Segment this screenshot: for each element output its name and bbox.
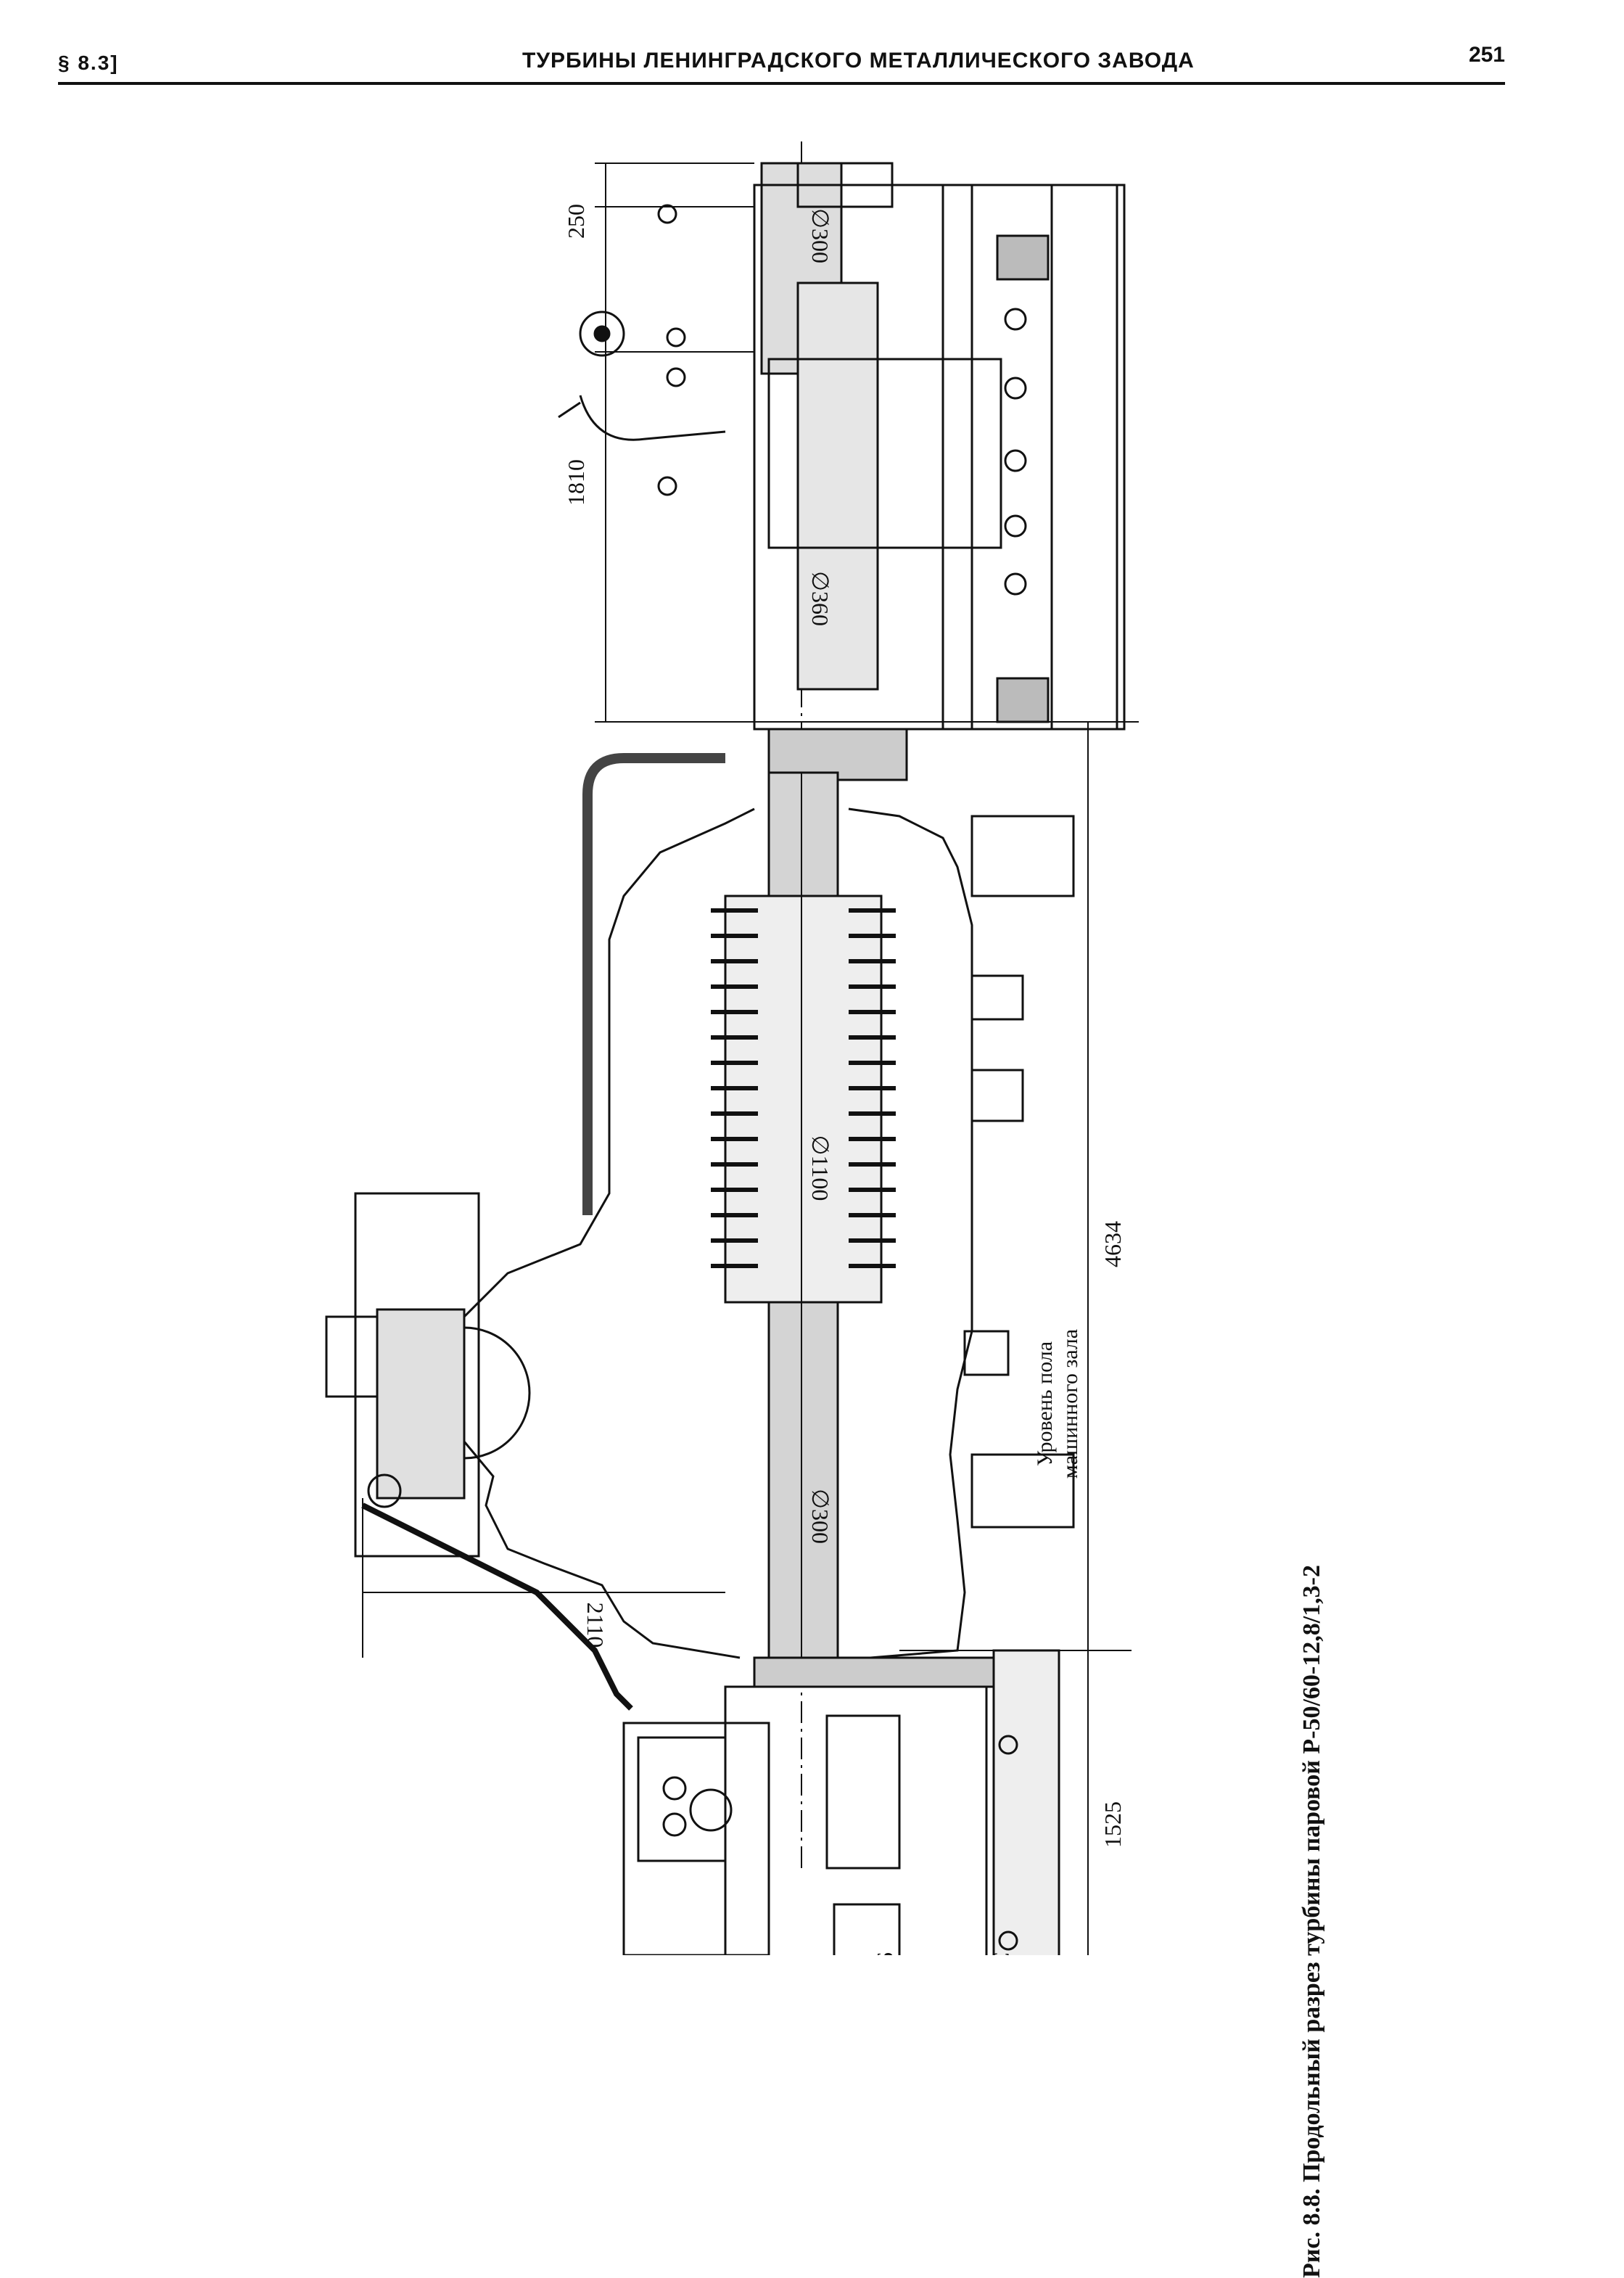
dimension-1525: 1525 [1100,1801,1126,1848]
header-rule [58,82,1505,85]
floor-level-note-line2: машинного зала [1058,1329,1082,1479]
dimension-300: 300 [989,1952,1015,1955]
page-header: § 8.3] ТУРБИНЫ ЛЕНИНГРАДСКОГО МЕТАЛЛИЧЕС… [58,40,1505,85]
dimension-2110: 2110 [582,1603,609,1648]
diameter-360: ∅360 [807,571,833,626]
turbine-section-drawing: 250 1810 4634 1525 650 2110 920 300 ∅300… [325,141,1139,1955]
figure-caption: Рис. 8.8. Продольный разрез турбины паро… [1298,1565,1325,2278]
diameter-300-top: ∅300 [807,208,833,263]
diameter-300-bottom: ∅300 [807,1489,833,1544]
running-title: ТУРБИНЫ ЛЕНИНГРАДСКОГО МЕТАЛЛИЧЕСКОГО ЗА… [522,49,1195,73]
dimension-250: 250 [563,204,589,239]
floor-level-note-line1: Уровень пола [1033,1341,1057,1466]
diameter-1100: ∅1100 [807,1135,833,1201]
dimension-1810: 1810 [563,459,589,506]
section-number: § 8.3] [58,52,119,74]
page-number: 251 [1468,43,1505,67]
dimension-4634: 4634 [1100,1221,1126,1267]
dimension-920: 920 [873,1952,899,1955]
